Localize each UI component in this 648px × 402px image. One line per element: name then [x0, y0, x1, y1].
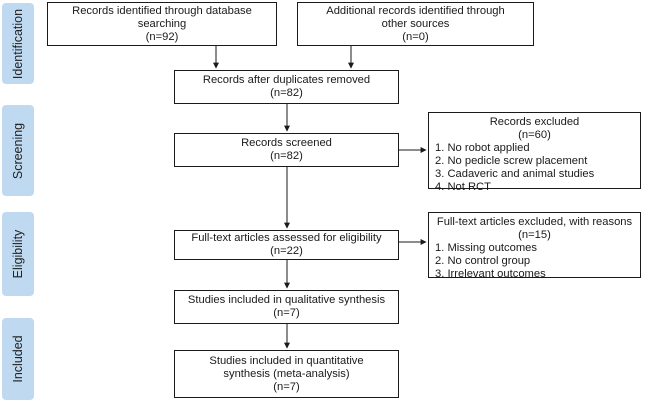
- exclusion-reason: 1. No robot applied: [435, 142, 530, 154]
- exclusion-reason: 3. Irrelevant outcomes: [435, 268, 546, 280]
- box-quantitative-synthesis: Studies included in quantitative synthes…: [174, 350, 399, 398]
- exclusion-reason: 2. No pedicle screw placement: [435, 155, 588, 167]
- exclusion-reason: 3. Cadaveric and animal studies: [435, 168, 595, 180]
- phase-label-included: Included: [2, 318, 34, 400]
- exclusion-reason: 2. No control group: [435, 255, 531, 267]
- records-excluded-reasons: 1. No robot applied 2. No pedicle screw …: [435, 142, 634, 194]
- box-fulltext-excluded: Full-text articles excluded, with reason…: [428, 212, 641, 281]
- phase-label-eligibility: Eligibility: [2, 212, 34, 296]
- box-after-duplicates: Records after duplicates removed (n=82): [174, 70, 399, 104]
- exclusion-reason: 1. Missing outcomes: [435, 242, 537, 254]
- fulltext-excluded-reasons: 1. Missing outcomes 2. No control group …: [435, 242, 634, 281]
- box-records-screened: Records screened (n=82): [174, 133, 399, 167]
- box-records-excluded: Records excluded (n=60) 1. No robot appl…: [428, 112, 641, 193]
- box-other-sources: Additional records identified through ot…: [297, 2, 534, 46]
- phase-label-screening: Screening: [2, 105, 34, 196]
- box-database-searching: Records identified through database sear…: [47, 2, 277, 46]
- box-qualitative-synthesis: Studies included in qualitative synthesi…: [174, 290, 399, 324]
- box-fulltext-assessed: Full-text articles assessed for eligibil…: [174, 230, 399, 260]
- phase-label-identification: Identification: [2, 3, 34, 84]
- exclusion-reason: 4. Not RCT: [435, 181, 491, 193]
